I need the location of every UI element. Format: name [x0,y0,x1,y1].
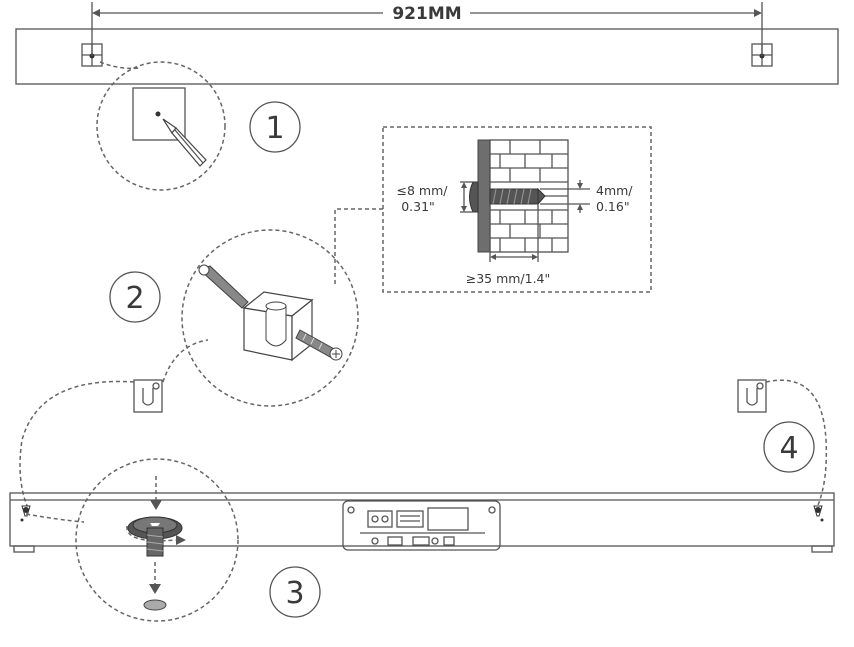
wall-mount-template [15,28,839,85]
step-2-detail [162,208,383,407]
screw-length-dimension: ≥35 mm/1.4" [466,204,551,286]
step-1-badge: 1 [249,101,301,153]
length-label: ≥35 mm/1.4" [466,271,551,286]
step-4-number: 4 [779,431,798,466]
keyhole-right [813,505,824,522]
left-hang-path [19,380,135,509]
head-diameter-dimension: ≤8 mm/ 0.31" [397,181,473,214]
step-1-number: 1 [265,111,284,146]
rear-connector-panel [342,500,501,551]
soundbar [9,492,835,553]
arrow-down-lower-icon [149,562,161,594]
step-4-badge: 4 [763,421,815,473]
diameter-label-line2: 0.16" [596,199,630,214]
head-label-line1: ≤8 mm/ [397,183,449,198]
wall-board [477,139,491,253]
step-2-number: 2 [125,281,144,316]
width-dimension: 921MM [91,2,763,56]
step-3-number: 3 [285,576,304,611]
wall-bracket-left [133,379,163,413]
step-2-badge: 2 [109,271,161,323]
shaft-diameter-dimension: 4mm/ 0.16" [540,180,633,214]
diameter-label-line1: 4mm/ [596,183,633,198]
step-3-badge: 3 [269,566,321,618]
right-hang-path [765,379,828,506]
rubber-foot-icon [127,516,183,557]
rotate-arrow-icon [126,525,177,542]
width-label: 921MM [392,4,461,24]
head-label-line2: 0.31" [401,199,435,214]
screw-cross-section [469,181,546,213]
keyhole-left [20,505,31,522]
arrow-down-icon [150,476,162,510]
foot-hole-icon [143,599,167,611]
wall-anchor-icon [242,291,314,362]
wall-bracket-right [737,379,767,413]
long-screw-icon [198,264,343,361]
pencil-icon [162,118,207,167]
step-3-detail [25,458,239,622]
screw-spec-panel: ≤8 mm/ 0.31" 4mm/ 0.16" ≥35 mm/1.4" [382,126,652,293]
step-1-detail [96,61,226,191]
